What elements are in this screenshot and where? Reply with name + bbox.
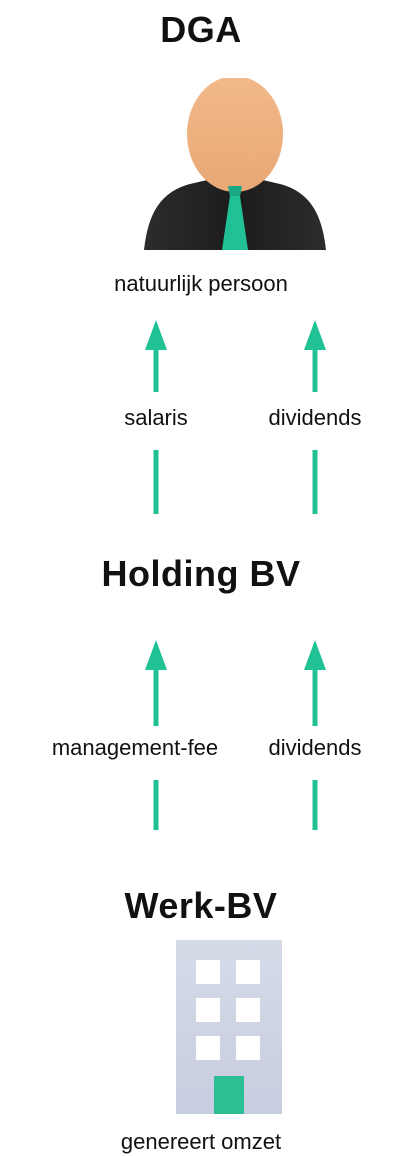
flow-label-management-fee: management-fee — [51, 735, 219, 760]
arrow-dividends-holding-icon — [304, 640, 326, 726]
building-icon — [176, 940, 282, 1114]
flow-line-management-fee — [153, 780, 159, 830]
flow-line-salaris — [153, 450, 159, 514]
werk-bv-title: Werk-BV — [124, 885, 278, 926]
dga-title: DGA — [160, 9, 242, 50]
flow-line-dividends-holding — [312, 780, 318, 830]
flow-label-dividends-dga: dividends — [268, 405, 362, 430]
holding-title: Holding BV — [101, 553, 301, 594]
flow-label-dividends-holding: dividends — [268, 735, 362, 760]
flow-label-salaris: salaris — [124, 405, 188, 430]
dga-caption: natuurlijk persoon — [114, 271, 288, 296]
arrow-salaris-icon — [145, 320, 167, 392]
arrow-dividends-dga-icon — [304, 320, 326, 392]
werk-bv-caption: genereert omzet — [120, 1129, 282, 1154]
flow-line-dividends-dga — [312, 450, 318, 514]
arrow-management-fee-icon — [145, 640, 167, 726]
person-icon — [144, 78, 326, 250]
